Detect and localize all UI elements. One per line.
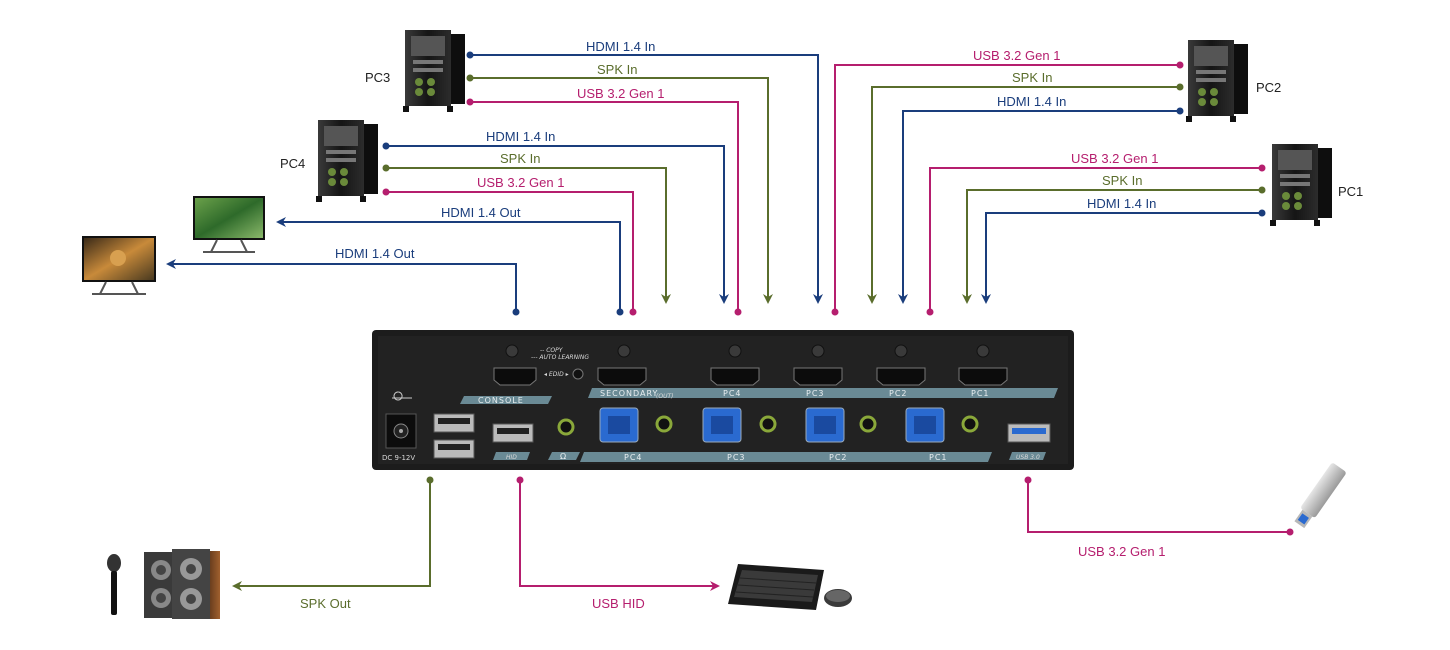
pc4-label: PC4 xyxy=(280,156,305,171)
usb-hid-label: USB HID xyxy=(592,596,645,611)
copy-text: -- COPY xyxy=(540,347,564,354)
pc1-hdmi-line xyxy=(981,212,1262,304)
headphone-icon: Ω xyxy=(560,452,566,461)
pc1-usb-label: USB 3.2 Gen 1 xyxy=(1071,151,1158,166)
console-text: CONSOLE xyxy=(478,396,524,405)
pc3-hdmi-label: HDMI 1.4 In xyxy=(586,39,655,54)
pc3-hdmi-line xyxy=(470,54,823,304)
usb-b-port xyxy=(599,407,945,443)
pc2-usb-label: USB 3.2 Gen 1 xyxy=(973,48,1060,63)
audio-jack xyxy=(557,415,979,436)
spk-out-label: SPK Out xyxy=(300,596,351,611)
monitor-icon xyxy=(193,196,265,253)
pc2-spk-line xyxy=(867,86,1180,304)
pc4-usb-label: USB 3.2 Gen 1 xyxy=(477,175,564,190)
usb-pc2-text: PC2 xyxy=(829,453,848,462)
hdmi-out-console-label: HDMI 1.4 Out xyxy=(335,246,415,261)
pc2-hdmi-label: HDMI 1.4 In xyxy=(997,94,1066,109)
secondary-text: SECONDARY xyxy=(600,389,658,398)
usb30-text: USB 3.0 xyxy=(1016,454,1040,461)
pc2-hdmi-line xyxy=(898,110,1180,304)
hdmi-out-secondary-label: HDMI 1.4 Out xyxy=(441,205,521,220)
microphone-icon xyxy=(107,554,121,615)
pc-tower-icon xyxy=(316,120,378,202)
hdmi-pc2-text: PC2 xyxy=(889,389,908,398)
hdmi-port xyxy=(493,367,1008,386)
usb-device-label: USB 3.2 Gen 1 xyxy=(1078,544,1165,559)
usb-flash-drive-icon xyxy=(1294,463,1346,529)
pc4-hdmi-line xyxy=(386,145,729,304)
pc2-spk-label: SPK In xyxy=(1012,70,1052,85)
pc3-spk-label: SPK In xyxy=(597,62,637,77)
pc3-spk-line xyxy=(470,77,773,304)
usb-pc4-text: PC4 xyxy=(624,453,643,462)
pc1-spk-line xyxy=(962,189,1262,304)
auto-learning-text: --- AUTO LEARNING xyxy=(531,354,589,361)
hdmi-out-secondary-line xyxy=(276,217,621,312)
pc-tower-icon xyxy=(1186,40,1248,122)
hdmi-out-console-line xyxy=(166,259,517,312)
pc1-spk-label: SPK In xyxy=(1102,173,1142,188)
pc4-usb-line xyxy=(386,191,634,312)
hdmi-pc4-text: PC4 xyxy=(723,389,742,398)
pc3-usb-line xyxy=(470,101,739,312)
usb-3-port xyxy=(1007,423,1051,443)
speaker-icon xyxy=(172,549,220,619)
usb-device-line xyxy=(1027,480,1290,533)
hdmi-pc1-text: PC1 xyxy=(971,389,990,398)
spk-out-line xyxy=(232,480,431,591)
keyboard-mouse-icon xyxy=(728,564,852,610)
pc4-spk-label: SPK In xyxy=(500,151,540,166)
pc2-label: PC2 xyxy=(1256,80,1281,95)
usb-pc1-text: PC1 xyxy=(929,453,948,462)
edid-text: ◂ EDID ▸ xyxy=(544,371,569,378)
dc-text: DC 9-12V xyxy=(382,454,415,462)
pc-tower-icon xyxy=(403,30,465,112)
hid-text: HID xyxy=(506,454,517,461)
pc3-usb-label: USB 3.2 Gen 1 xyxy=(577,86,664,101)
out-text: (OUT) xyxy=(656,393,673,400)
pc4-hdmi-label: HDMI 1.4 In xyxy=(486,129,555,144)
edid-button xyxy=(572,368,584,380)
usb-a-port xyxy=(492,423,534,443)
pc2-usb-line xyxy=(834,64,1180,312)
pc3-label: PC3 xyxy=(365,70,390,85)
pc1-label: PC1 xyxy=(1338,184,1363,199)
usb-hid-line xyxy=(519,480,720,591)
pc4-spk-line xyxy=(386,167,671,304)
dc-jack xyxy=(385,391,417,449)
hdmi-pc3-text: PC3 xyxy=(806,389,825,398)
usb-pc3-text: PC3 xyxy=(727,453,746,462)
pc1-hdmi-label: HDMI 1.4 In xyxy=(1087,196,1156,211)
kvm-switch-rear-panel: -- COPY --- AUTO LEARNING ◂ EDID ▸ SECON… xyxy=(372,330,1074,470)
usb-a-port xyxy=(433,413,475,459)
monitor-icon xyxy=(82,236,156,295)
pc-tower-icon xyxy=(1270,144,1332,226)
pc1-usb-line xyxy=(929,167,1262,312)
